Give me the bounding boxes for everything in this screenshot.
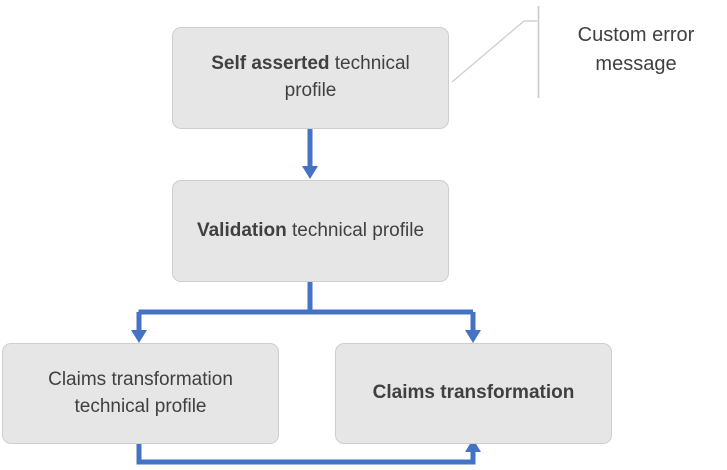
arrowhead-to-claims-technical-profile — [131, 330, 147, 343]
node-self-asserted-bold: Self asserted — [211, 53, 330, 75]
node-validation-bold: Validation — [196, 219, 287, 241]
node-validation-rest: technical profile — [286, 219, 425, 241]
callout-line-1: Custom error — [577, 24, 695, 46]
node-self-asserted-label: Self asserted technical profile — [187, 51, 434, 105]
feedback-loop-path — [136, 444, 476, 465]
node-validation-label: Validation technical profile — [197, 218, 424, 245]
callout-custom-error-message: Custom error message — [552, 21, 720, 79]
node-claims-technical-profile-label: Claims transformation technical profile — [48, 368, 233, 417]
node-self-asserted-technical-profile[interactable]: Self asserted technical profile — [172, 27, 449, 129]
node-claims-transformation-label: Claims transformation — [372, 382, 575, 404]
node-validation-technical-profile[interactable]: Validation technical profile — [172, 180, 449, 282]
node-claims-transformation[interactable]: Claims transformation — [335, 343, 612, 444]
node-claims-transformation-technical-profile[interactable]: Claims transformation technical profile — [2, 343, 279, 444]
arrowhead-self-to-validation — [302, 166, 318, 179]
callout-line-2: message — [595, 53, 677, 75]
node-self-asserted-rest: technical profile — [284, 53, 410, 101]
callout-leader-line — [451, 20, 537, 83]
arrowhead-to-claims-transformation — [465, 330, 481, 343]
arrowhead-feedback-loop — [465, 439, 481, 452]
